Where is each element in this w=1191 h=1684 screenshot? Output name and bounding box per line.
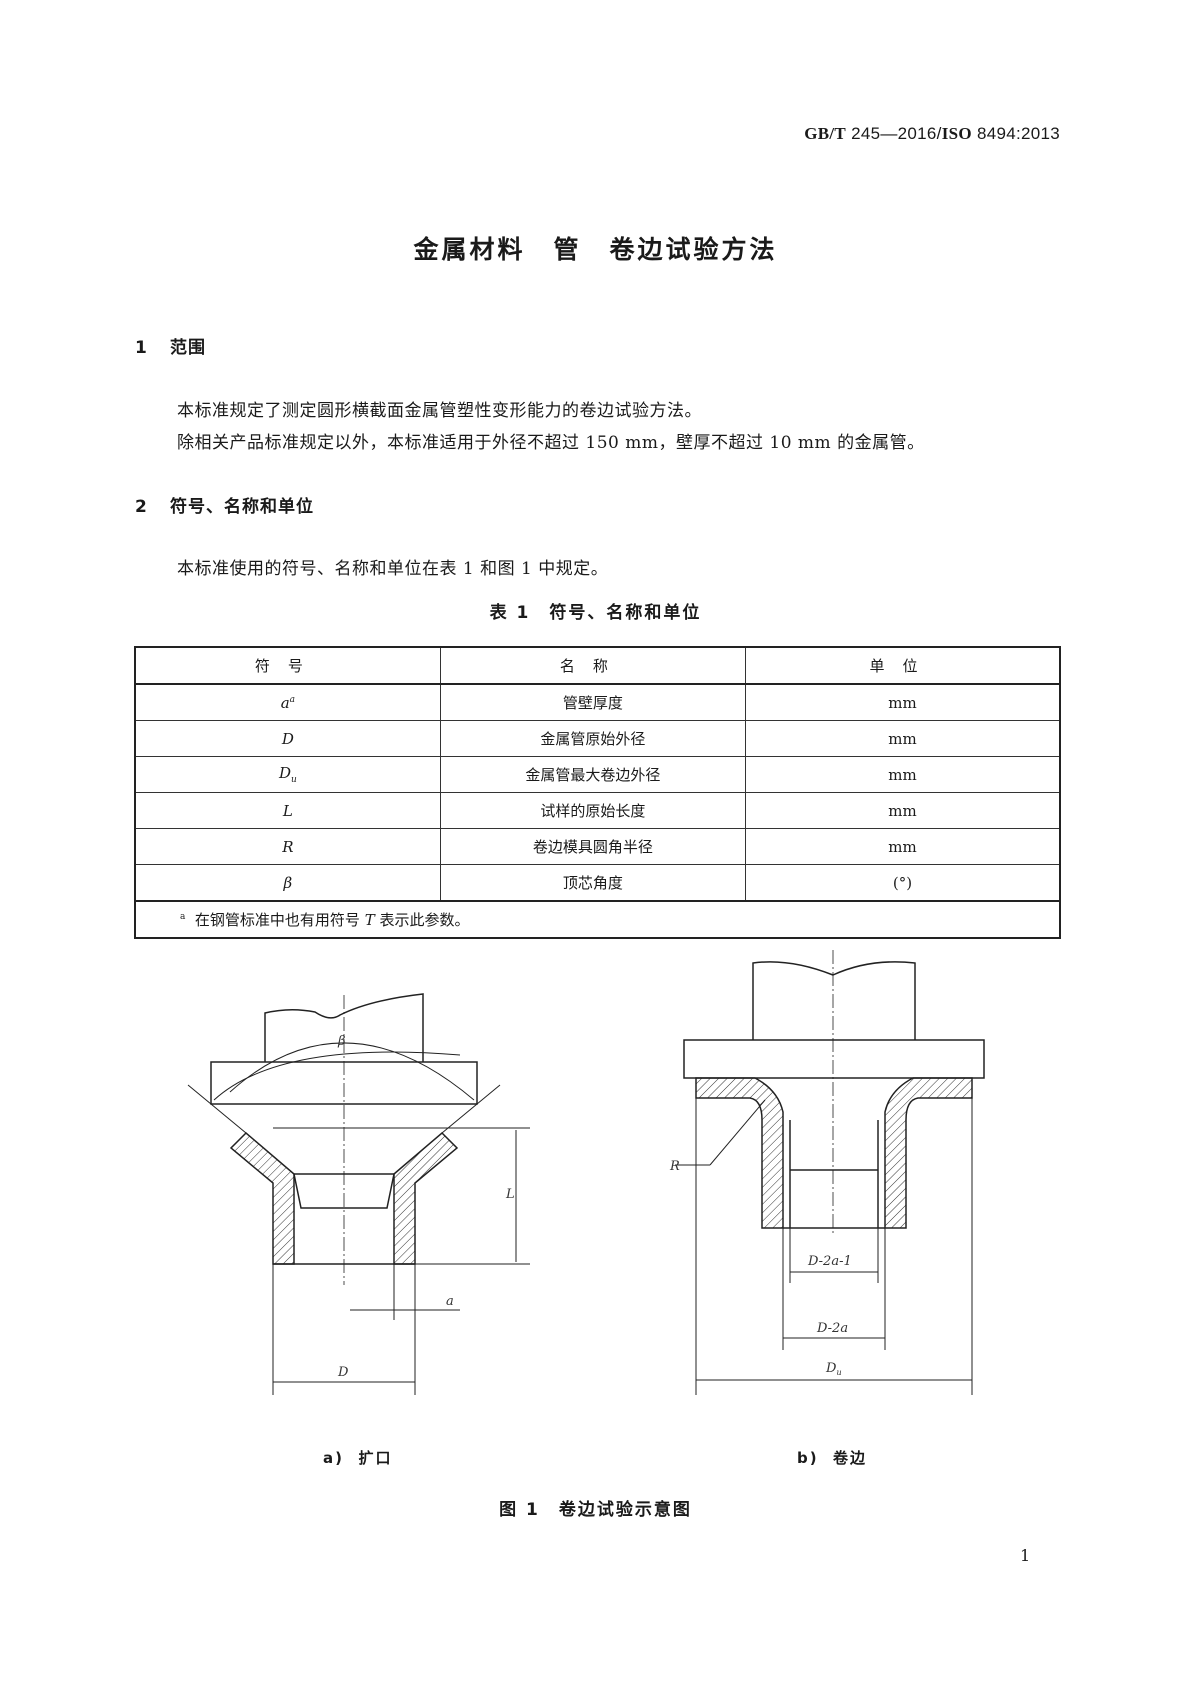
- figure-b-flanging-diagram: R D-2a-1 D-2a Du: [669, 950, 985, 1395]
- symbols-table: 符号 名称 单位 aa 管壁厚度 mm D 金属管原始外径 mm Du 金属管最…: [134, 646, 1061, 939]
- table-row: L 试样的原始长度 mm: [134, 792, 1061, 829]
- dim-beta: β: [337, 1034, 346, 1049]
- section-1-paragraph-1: 本标准规定了测定圆形横截面金属管塑性变形能力的卷边试验方法。: [177, 401, 702, 421]
- std-number: 245—2016/: [851, 124, 942, 143]
- table-row: R 卷边模具圆角半径 mm: [134, 828, 1061, 865]
- dim-D: D: [337, 1365, 349, 1380]
- section-1-paragraph-2: 除相关产品标准规定以外，本标准适用于外径不超过 150 mm，壁厚不超过 10 …: [177, 433, 925, 453]
- header-name: 名称: [439, 646, 747, 685]
- iso-number: 8494:2013: [976, 124, 1060, 143]
- std-prefix: GB/T: [804, 124, 847, 143]
- dim-D-2a-1: D-2a-1: [807, 1254, 852, 1269]
- dim-R: R: [669, 1159, 680, 1174]
- iso-prefix: ISO: [941, 124, 972, 143]
- header-symbol: 符号: [134, 646, 441, 685]
- dim-D-2a: D-2a: [816, 1321, 848, 1336]
- table-row: aa 管壁厚度 mm: [134, 683, 1061, 721]
- figure-a-caption: a) 扩口: [323, 1449, 393, 1467]
- table-row: β 顶芯角度 (°): [134, 864, 1061, 902]
- figure-title: 图 1 卷边试验示意图: [499, 1500, 692, 1520]
- section-2-paragraph-1: 本标准使用的符号、名称和单位在表 1 和图 1 中规定。: [177, 559, 609, 579]
- figure-b-caption: b) 卷边: [797, 1449, 868, 1467]
- table-row: Du 金属管最大卷边外径 mm: [134, 756, 1061, 793]
- page-number: 1: [1020, 1546, 1031, 1565]
- figure-a-flaring-diagram: β L a D: [187, 993, 530, 1395]
- header-unit: 单位: [745, 646, 1061, 685]
- table-row: D 金属管原始外径 mm: [134, 720, 1061, 757]
- document-title: 金属材料 管 卷边试验方法: [413, 235, 778, 264]
- table-footnote: a 在钢管标准中也有用符号 T 表示此参数。: [134, 900, 1061, 939]
- table-title: 表 1 符号、名称和单位: [489, 603, 702, 623]
- dim-L: L: [505, 1187, 515, 1202]
- standard-code: GB/T 245—2016/ISO 8494:2013: [0, 124, 1060, 144]
- svg-text:Du: Du: [825, 1361, 842, 1377]
- dim-a: a: [446, 1294, 454, 1309]
- dim-Du: D: [825, 1361, 837, 1376]
